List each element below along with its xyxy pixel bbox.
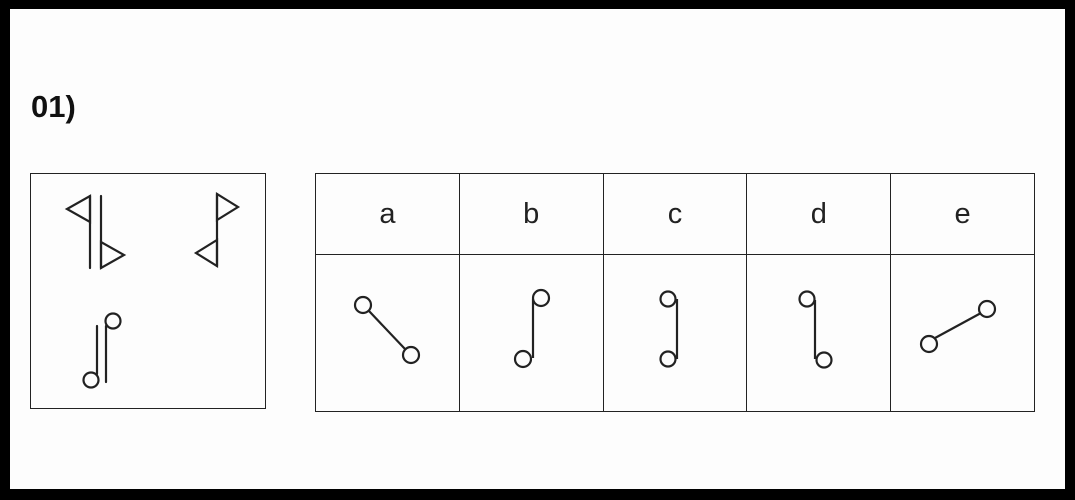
hook-right-icon — [798, 290, 833, 369]
diagonal-dumbbell-up-icon — [919, 299, 996, 354]
loop-pair-icon — [82, 312, 122, 389]
question-number: 01) — [31, 89, 76, 124]
hook-up-right-icon — [514, 288, 551, 369]
flag-pair-icon — [64, 194, 127, 270]
flag-zigzag-icon — [193, 192, 241, 268]
sample-figure-box — [30, 173, 266, 409]
option-cell-c[interactable] — [602, 254, 748, 412]
question-page: 01) a b c — [10, 9, 1065, 489]
option-label-a: a — [315, 173, 460, 255]
option-label-c: c — [602, 173, 748, 255]
option-cell-d[interactable] — [746, 254, 892, 412]
option-label-d: d — [746, 173, 892, 255]
option-cell-a[interactable] — [315, 254, 460, 412]
option-cell-b[interactable] — [458, 254, 604, 412]
option-cell-e[interactable] — [890, 254, 1035, 412]
option-label-e: e — [890, 173, 1035, 255]
hook-left-icon — [659, 290, 679, 368]
option-label-b: b — [458, 173, 604, 255]
answer-options-table: a b c d e — [315, 173, 1035, 412]
diagonal-dumbbell-down-icon — [354, 295, 421, 365]
